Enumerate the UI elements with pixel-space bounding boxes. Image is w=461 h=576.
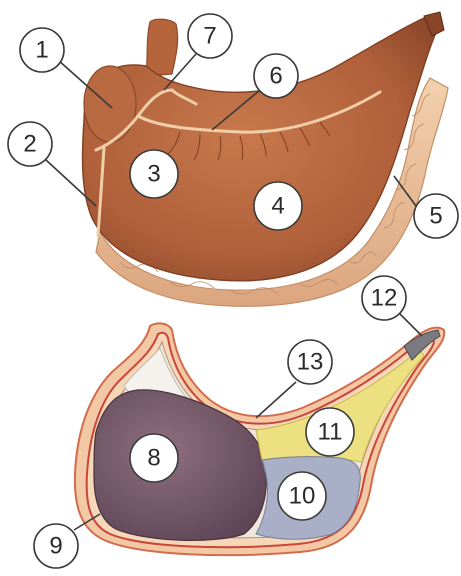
callout-5-label: 5 xyxy=(429,203,442,230)
callout-6-label: 6 xyxy=(269,63,282,90)
callout-1-label: 1 xyxy=(35,37,48,64)
callout-13-label: 13 xyxy=(297,349,324,376)
fundus-bulge xyxy=(84,66,136,142)
callout-4-label: 4 xyxy=(271,193,284,220)
callout-11-label: 11 xyxy=(318,419,343,446)
callout-12-label: 12 xyxy=(371,285,398,312)
callout-8-label: 8 xyxy=(147,445,160,472)
food-mass-dark xyxy=(94,390,266,541)
stomach-cross-section xyxy=(75,323,444,555)
callout-10-label: 10 xyxy=(289,483,316,510)
callout-12-leader xyxy=(400,314,422,336)
esophagus xyxy=(146,19,178,76)
callout-2-label: 2 xyxy=(23,131,36,158)
callout-7-label: 7 xyxy=(203,23,216,50)
callout-3-label: 3 xyxy=(147,161,160,188)
callout-9-label: 9 xyxy=(49,533,62,560)
